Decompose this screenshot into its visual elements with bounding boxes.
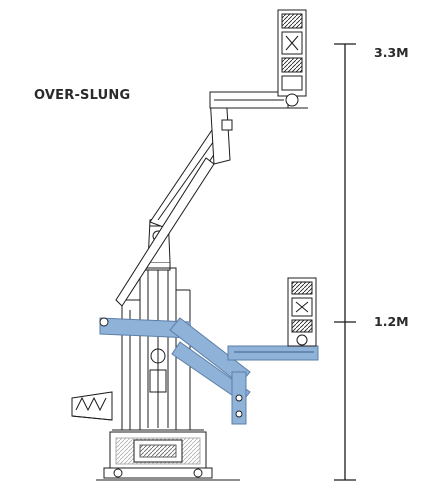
dolly-base	[103, 429, 213, 479]
lower-arm-highlight	[99, 317, 319, 425]
lower-camera-head	[287, 277, 317, 347]
height-label-mid: 1.2M	[374, 314, 409, 329]
top-camera-head	[276, 9, 308, 109]
side-box	[71, 391, 113, 421]
lower-arm-detail	[99, 317, 243, 418]
height-scale	[334, 43, 356, 481]
mode-label: OVER-SLUNG	[34, 88, 131, 103]
height-label-top: 3.3M	[374, 45, 409, 60]
upper-boom	[115, 91, 289, 307]
